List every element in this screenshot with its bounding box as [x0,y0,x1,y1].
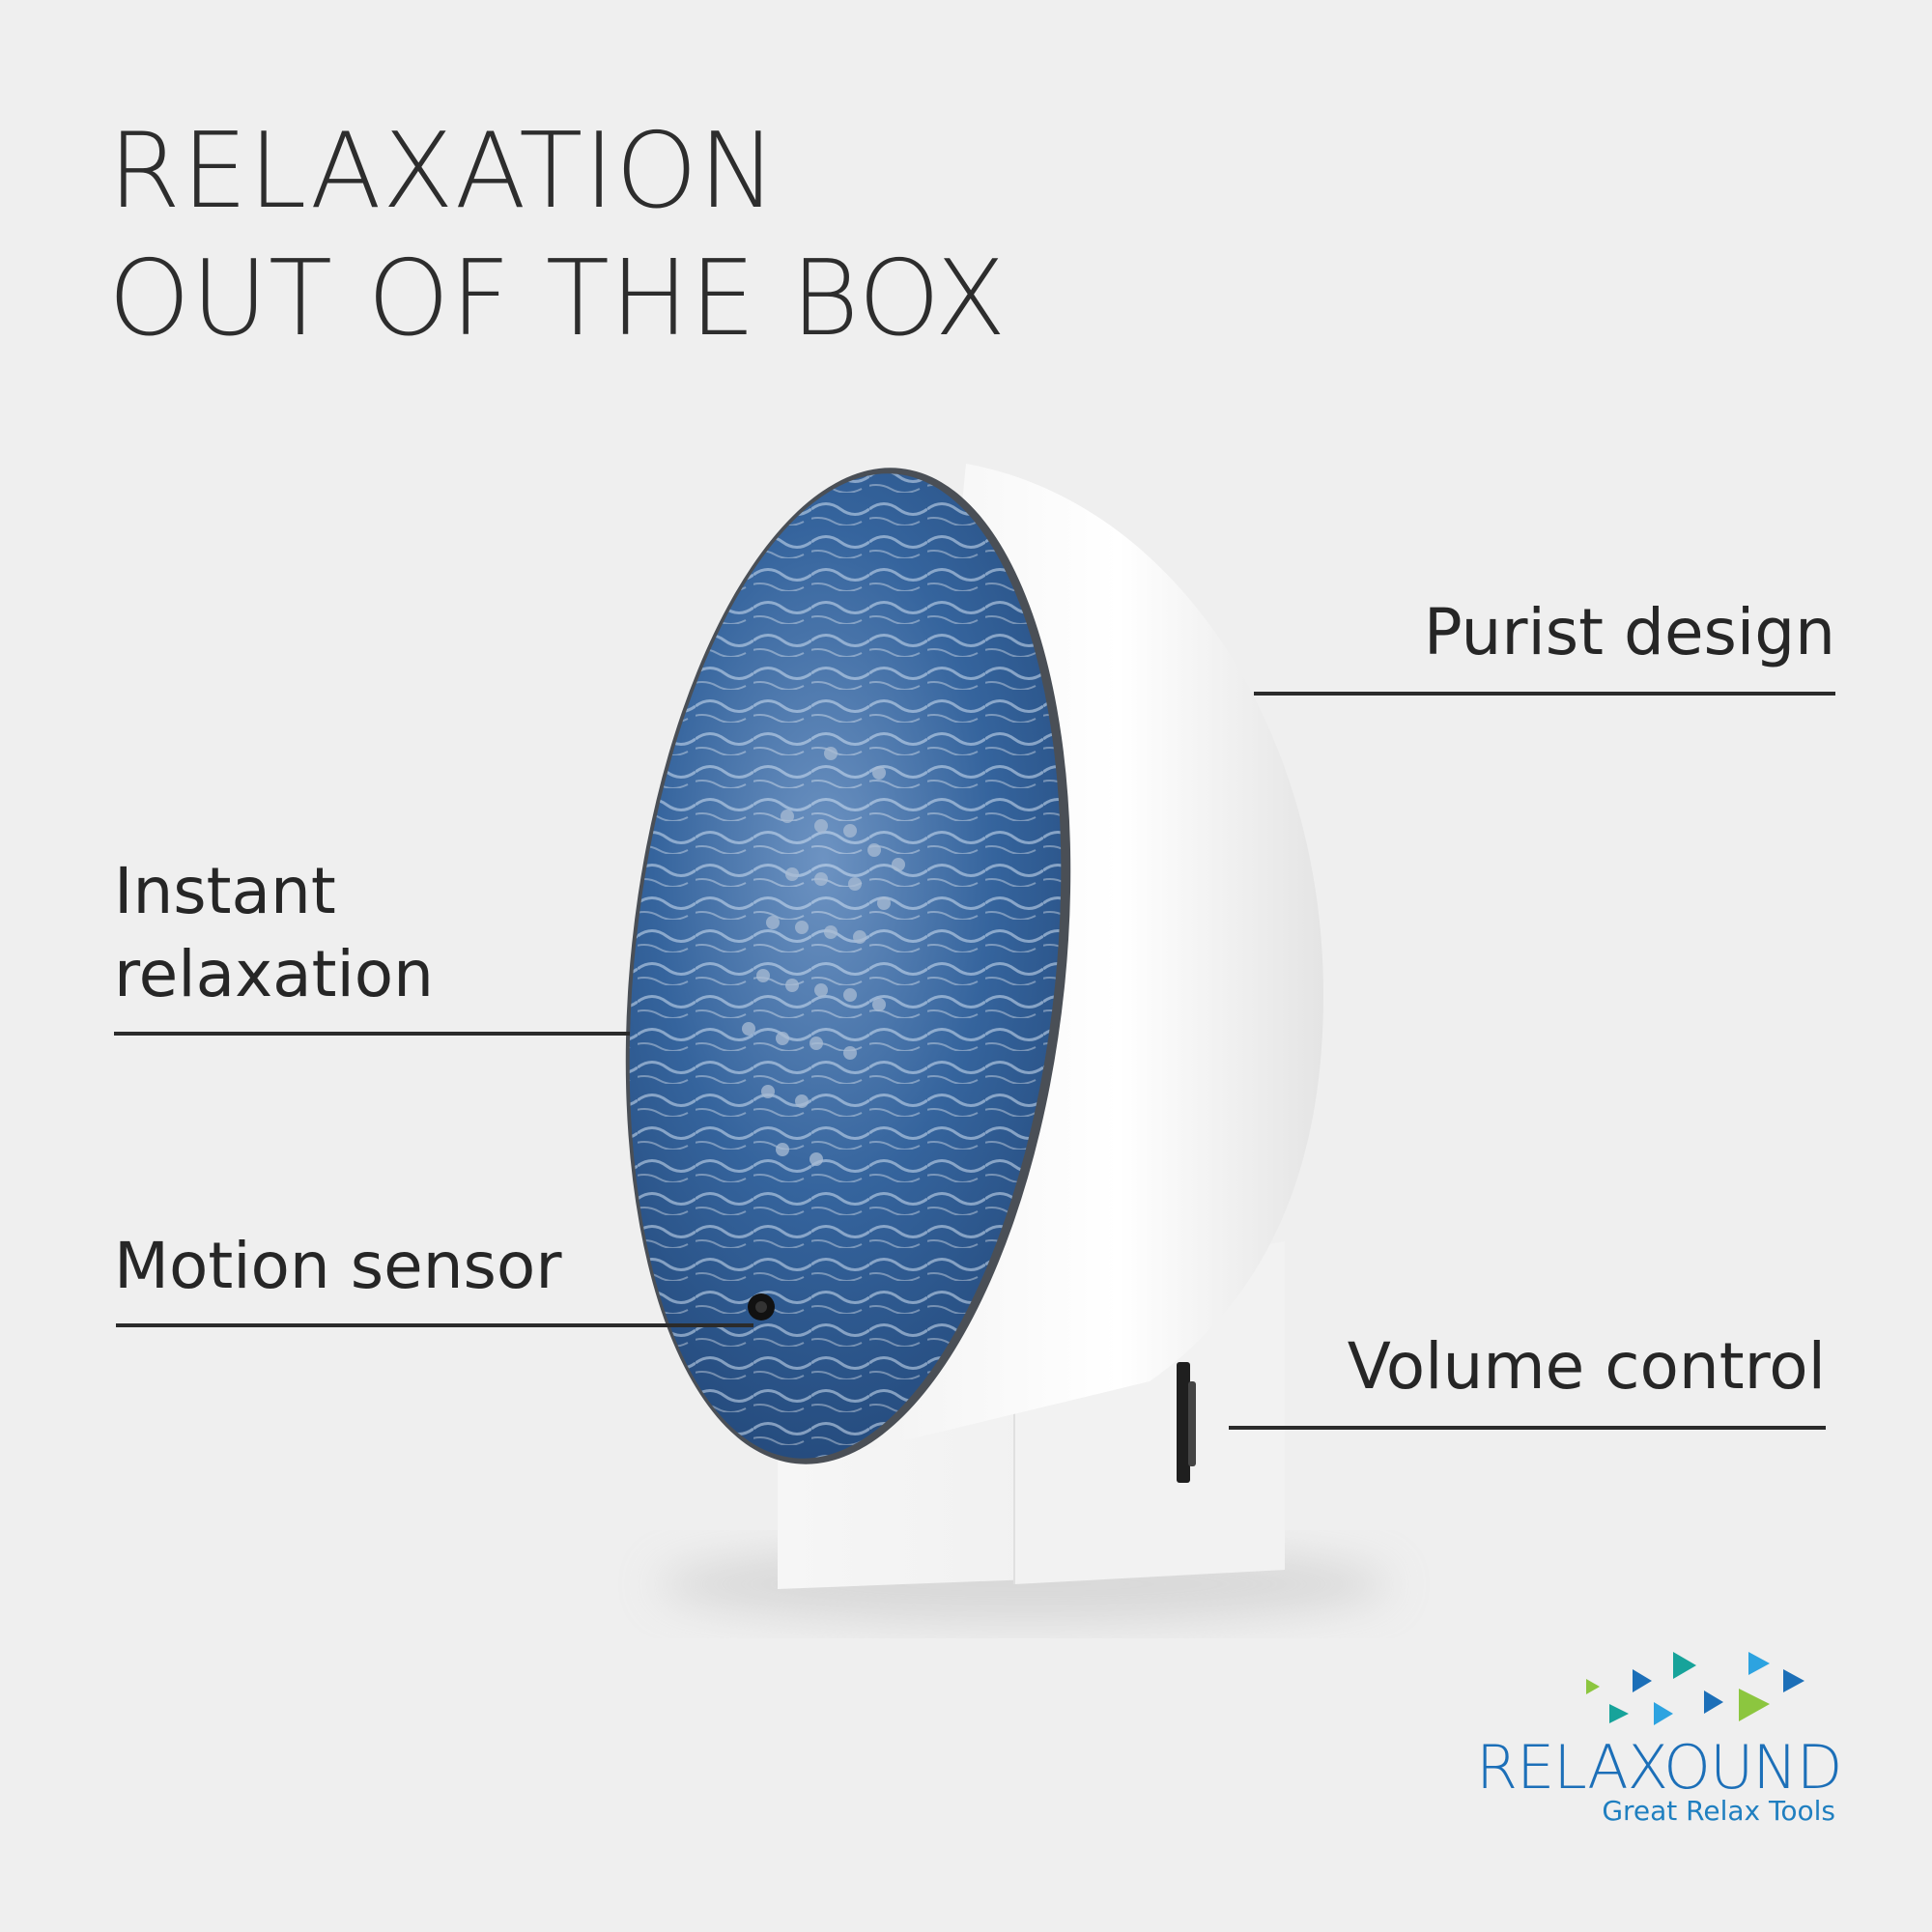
headline-line-2: OUT OF THE BOX [108,239,1008,359]
page-headline: RELAXATION OUT OF THE BOX [108,108,1007,363]
headline-line-1: RELAXATION [108,111,778,232]
callout-volume-control: Volume control [1229,1325,1826,1430]
logo-triangle-icon [1654,1702,1673,1725]
logo-triangle-icon [1748,1652,1770,1675]
logo-triangle-icon [1586,1679,1600,1694]
logo-triangle-icon [1783,1669,1804,1692]
logo-triangle-icon [1609,1704,1629,1723]
callout-volume-control-rule [1229,1426,1826,1430]
callout-instant-relaxation-rule [114,1032,630,1036]
callout-motion-sensor-rule [116,1323,753,1327]
callout-purist-design-label: Purist design [1423,595,1835,669]
brand-name: RELAXOUND [1476,1732,1842,1803]
logo-triangle-icon [1633,1669,1652,1692]
callout-instant-relaxation-line-1: Instant [114,854,336,928]
speaker-grille [742,747,905,1166]
logo-triangle-icon [1673,1652,1696,1679]
callout-instant-relaxation-line-2: relaxation [114,937,434,1011]
brand-tagline: Great Relax Tools [1602,1795,1835,1827]
callout-purist-design: Purist design [1254,591,1835,696]
callout-volume-control-label: Volume control [1347,1329,1826,1404]
callout-purist-design-rule [1254,692,1835,696]
callout-motion-sensor-label: Motion sensor [114,1229,562,1303]
callout-instant-relaxation: Instant relaxation [114,850,636,1036]
motion-sensor-icon [748,1293,775,1321]
logo-triangle-icon [1704,1690,1723,1714]
volume-wheel-icon[interactable] [1177,1362,1196,1483]
logo-triangle-icon [1739,1689,1770,1721]
callout-motion-sensor: Motion sensor [114,1225,790,1327]
brand-logo-mark [1586,1652,1804,1725]
